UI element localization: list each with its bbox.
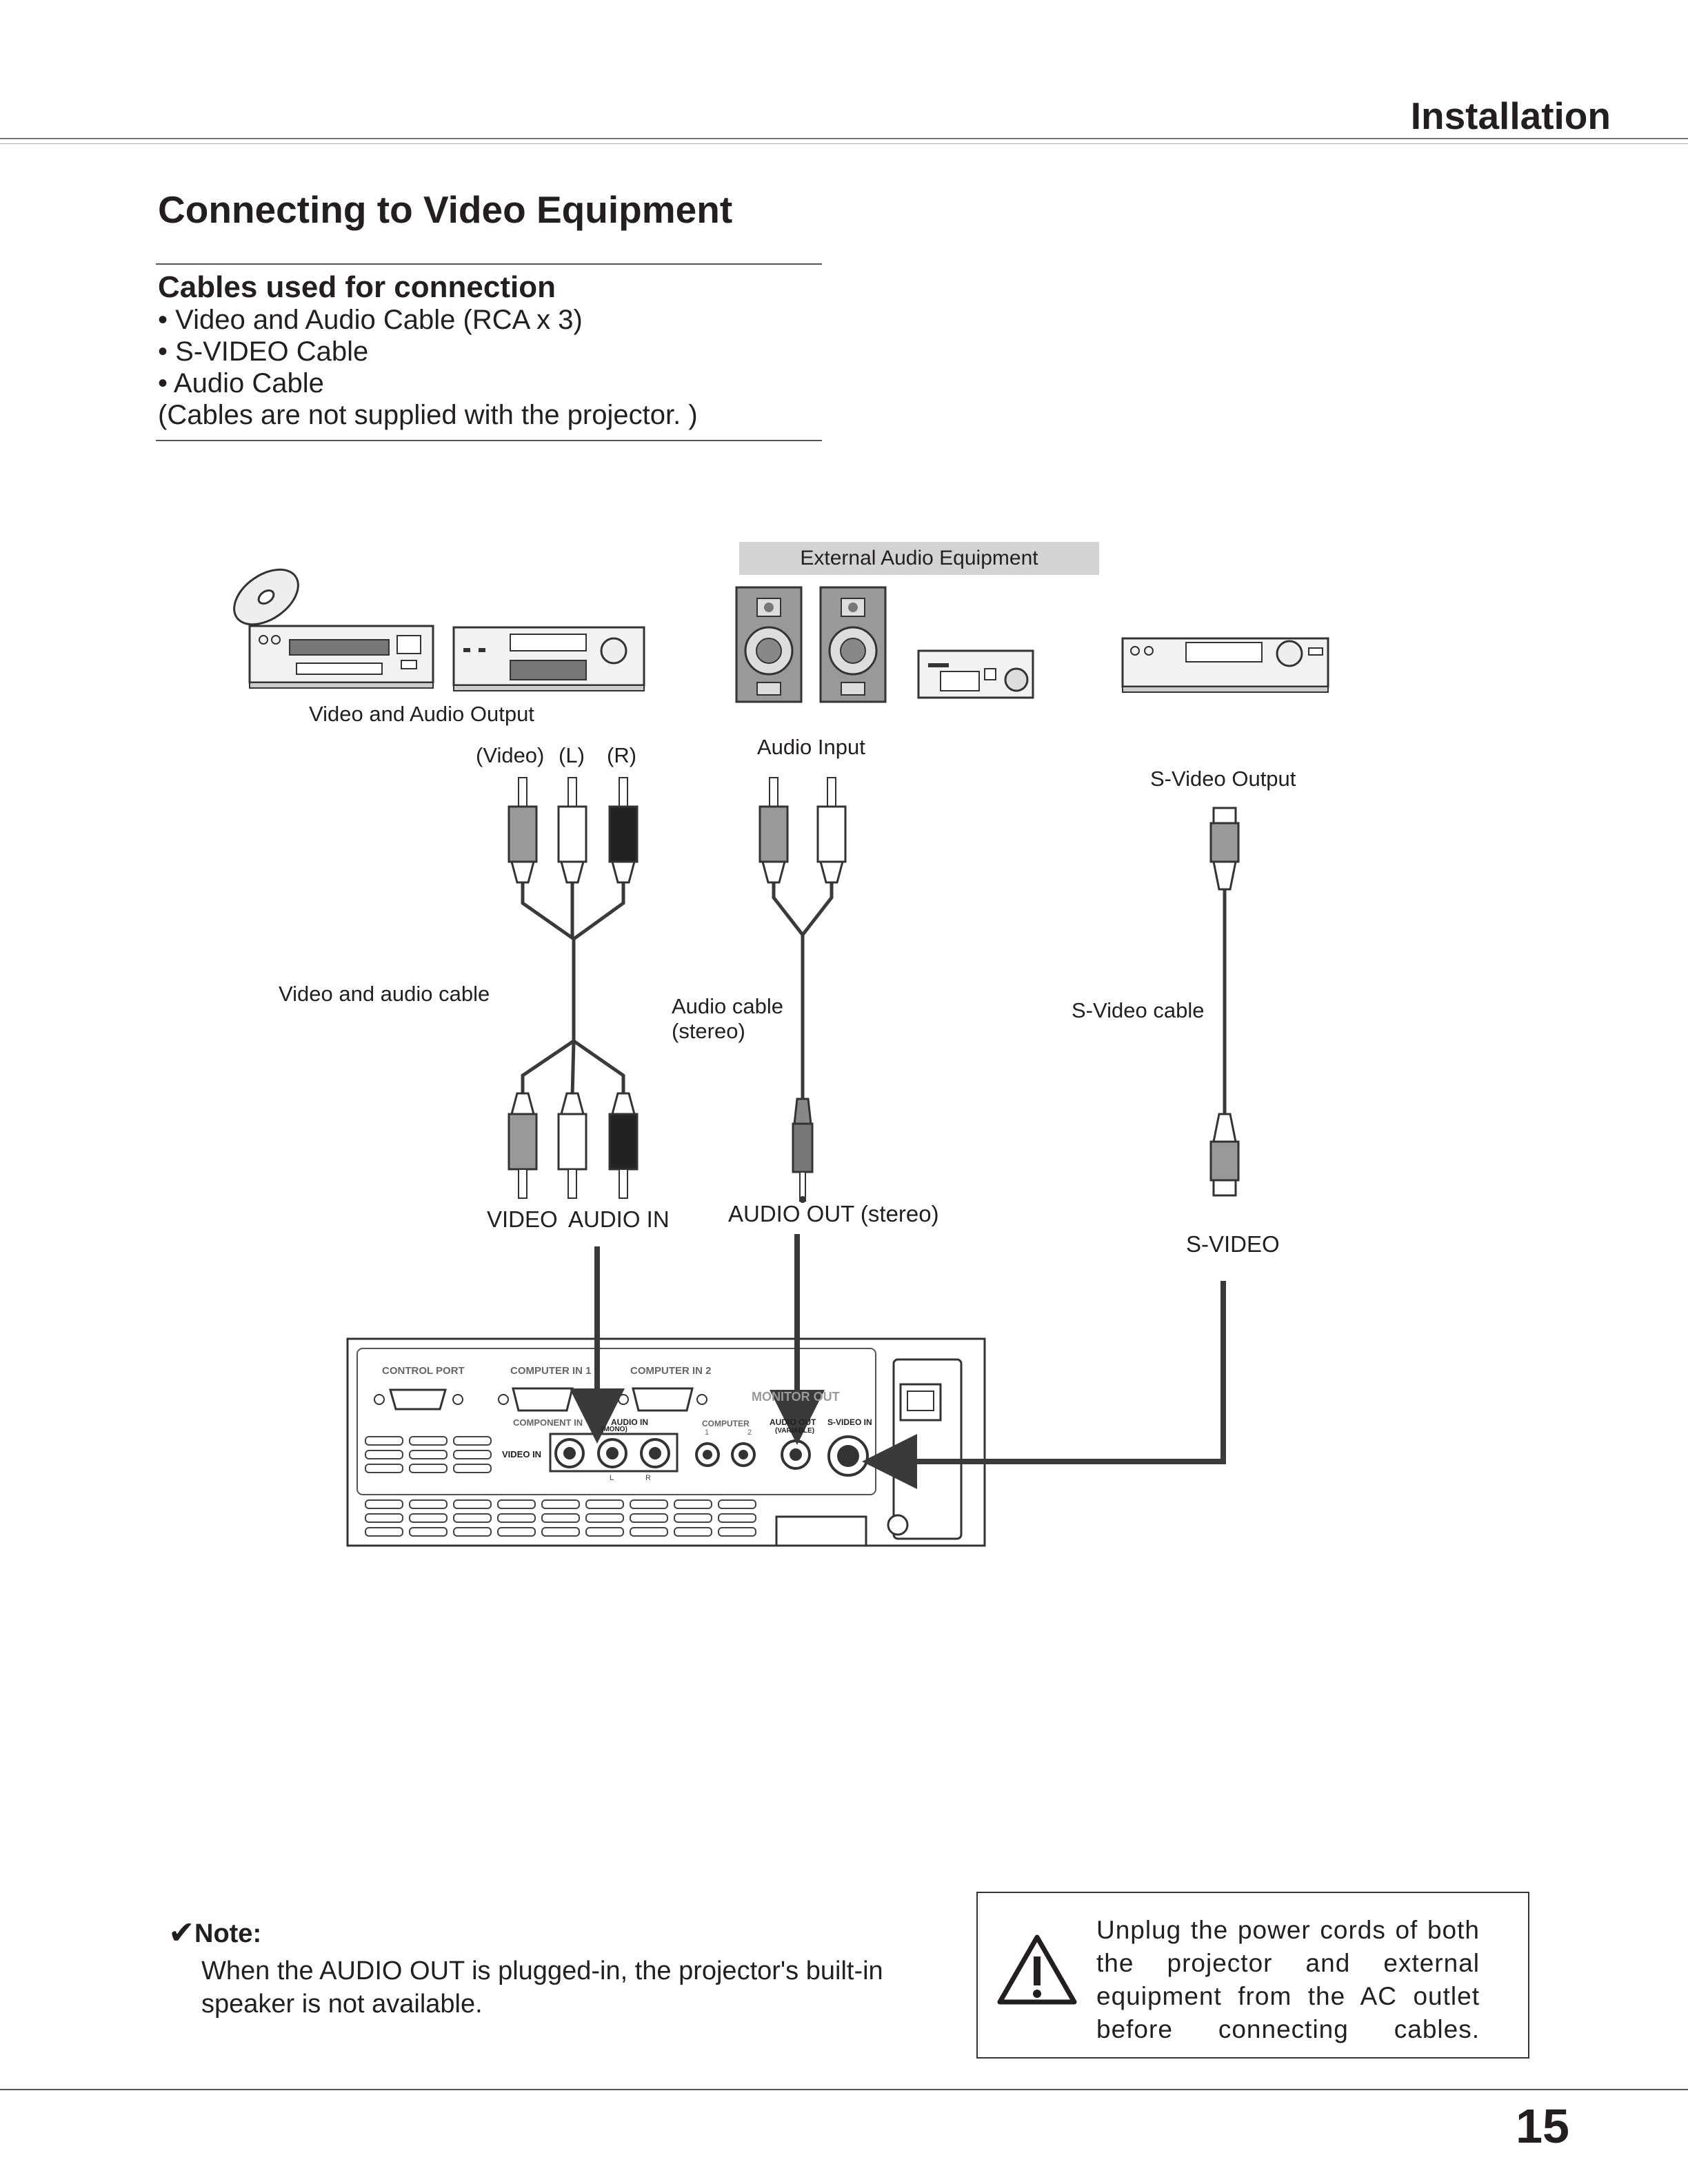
- cables-heading: Cables used for connection: [158, 270, 556, 304]
- stereo-mini-plug: [792, 1098, 814, 1203]
- audio-out-label: AUDIO OUT (stereo): [728, 1201, 939, 1226]
- video-audio-cable-label: Video and audio cable: [279, 982, 490, 1006]
- external-audio-label: External Audio Equipment: [739, 542, 1099, 575]
- video-audio-output-label: Video and Audio Output: [309, 702, 534, 726]
- cables-top-rule: [156, 263, 822, 265]
- rca-plug-video-top: [508, 777, 538, 884]
- plug-l-label: (L): [559, 743, 585, 767]
- panel-monitor-out: MONITOR OUT: [752, 1390, 840, 1404]
- page-number: 15: [1516, 2099, 1569, 2153]
- rca-plug-audio-left: [758, 777, 789, 884]
- audio-cable-stereo-label: (stereo): [672, 1019, 745, 1043]
- header-rule: [0, 138, 1688, 139]
- panel-control-port: CONTROL PORT: [382, 1365, 465, 1377]
- cables-bottom-rule: [156, 440, 822, 441]
- svideo-plug-top: [1209, 807, 1240, 891]
- panel-computer-2: 2: [747, 1428, 752, 1437]
- panel-video-in: VIDEO IN: [502, 1449, 542, 1459]
- speaker-icon: [819, 586, 887, 703]
- section-title: Installation: [1410, 94, 1611, 137]
- panel-component-in: COMPONENT IN: [513, 1417, 583, 1428]
- cable-item: • Video and Audio Cable (RCA x 3): [158, 305, 583, 335]
- panel-computer-1: 1: [705, 1428, 710, 1437]
- cable-item: • Audio Cable: [158, 368, 324, 398]
- rca-plug-audio-right: [816, 777, 847, 884]
- panel-l: L: [610, 1474, 614, 1482]
- panel-audio-out: AUDIO OUT: [770, 1417, 816, 1427]
- svideo-player-icon: [1121, 637, 1329, 693]
- video-in-label: VIDEO: [487, 1206, 558, 1232]
- rca-plug-right-top: [608, 777, 639, 884]
- footer-rule: [0, 2089, 1688, 2090]
- video-audio-cable: [521, 876, 625, 1097]
- speaker-icon: [735, 586, 803, 703]
- svideo-cable-label: S-Video cable: [1072, 998, 1205, 1022]
- panel-audio-in: AUDIO IN: [611, 1417, 648, 1427]
- vcr-icon: [452, 626, 645, 691]
- header-rule-thin: [0, 143, 1688, 144]
- panel-computer-in-1: COMPUTER IN 1: [510, 1365, 592, 1377]
- warning-box: [976, 1892, 1529, 2059]
- panel-s-video-in: S-VIDEO IN: [827, 1417, 872, 1427]
- plug-r-label: (R): [607, 743, 637, 767]
- panel-variable: (VARIABLE): [775, 1427, 815, 1435]
- svideo-label: S-VIDEO: [1186, 1231, 1280, 1257]
- note-text: When the AUDIO OUT is plugged-in, the pr…: [201, 1957, 883, 2019]
- audio-cable: [772, 876, 834, 1099]
- warning-icon: [997, 1934, 1077, 2005]
- svideo-output-label: S-Video Output: [1150, 767, 1296, 791]
- note-label: Note:: [194, 1919, 262, 1948]
- cable-item: • S-VIDEO Cable: [158, 336, 369, 367]
- amplifier-icon: [917, 649, 1034, 699]
- audio-in-label: AUDIO IN: [568, 1206, 670, 1232]
- panel-mono: (MONO): [601, 1426, 627, 1433]
- disc-icon: [233, 568, 299, 626]
- rca-plug-left-top: [557, 777, 587, 884]
- rca-plug-video-bottom: [508, 1092, 538, 1199]
- dvd-player-icon: [248, 625, 434, 689]
- note-check-icon: ✔: [168, 1914, 195, 1950]
- cables-note: (Cables are not supplied with the projec…: [158, 400, 698, 430]
- svideo-arrow: [862, 1281, 1226, 1489]
- warning-text: Unplug the power cords of both the proje…: [1096, 1916, 1480, 2043]
- plug-video-label: (Video): [476, 743, 545, 767]
- panel-computer: COMPUTER: [702, 1419, 750, 1428]
- panel-r: R: [645, 1474, 651, 1482]
- audio-cable-label: Audio cable: [672, 994, 784, 1018]
- panel-computer-in-2: COMPUTER IN 2: [630, 1365, 712, 1377]
- page-title: Connecting to Video Equipment: [158, 188, 733, 231]
- audio-input-label: Audio Input: [757, 735, 865, 759]
- rca-plug-left-bottom: [557, 1092, 587, 1199]
- rca-plug-right-bottom: [608, 1092, 639, 1199]
- svideo-plug-bottom: [1209, 1113, 1240, 1197]
